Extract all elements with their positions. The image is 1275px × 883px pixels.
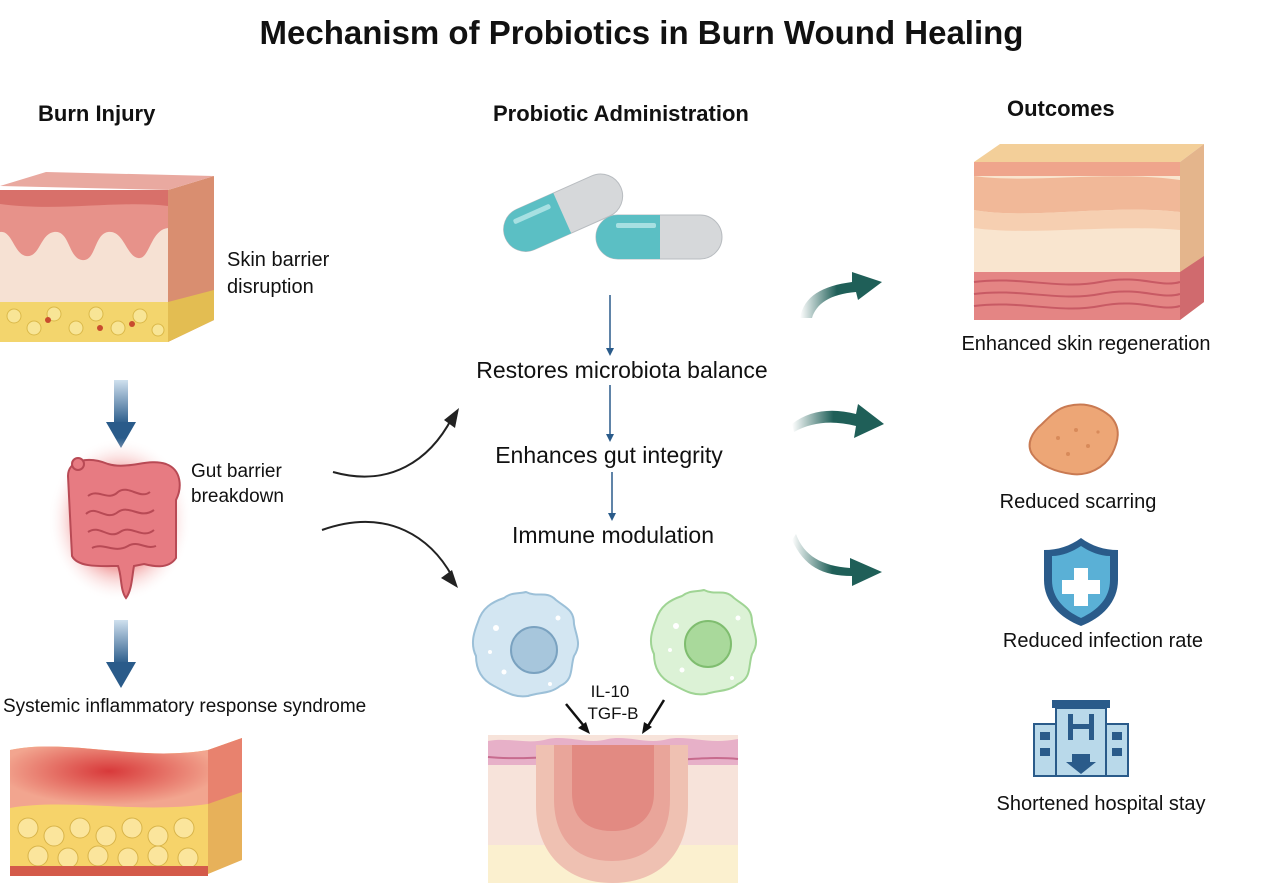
column-header-burn-injury: Burn Injury [38,101,156,126]
burned-skin-illustration [0,172,214,342]
mechanism-microbiota-balance: Restores microbiota balance [476,357,768,383]
skin-barrier-label-line1: Skin barrier [227,249,330,271]
hospital-icon [1033,700,1129,777]
gut-barrier-label-line1: Gut barrier [191,461,282,482]
immune-cell-green-icon [649,588,758,696]
mechanism-immune-modulation: Immune modulation [512,522,714,548]
inflamed-gut-icon [48,438,192,602]
column-header-probiotic-administration: Probiotic Administration [493,101,749,126]
down-arrow-icon [106,380,136,448]
regenerated-skin-illustration [973,144,1204,320]
outcome-skin-regeneration: Enhanced skin regeneration [961,333,1211,355]
column-header-outcomes: Outcomes [1007,96,1115,121]
cytokine-il10-label: IL-10 [590,682,630,701]
inflamed-tissue-illustration [10,738,242,876]
outcome-reduced-scarring: Reduced scarring [999,491,1157,513]
sirs-label: Systemic inflammatory response syndrome [3,696,367,717]
cytokine-tgfb-label: TGF-B [587,704,639,723]
outcome-shortened-stay: Shortened hospital stay [996,793,1206,815]
shield-cross-icon [1044,538,1118,626]
healing-wound-tissue-illustration [487,735,739,883]
outcome-reduced-infection: Reduced infection rate [1002,630,1204,652]
scar-icon [1028,403,1119,476]
probiotic-capsules-icon [503,173,723,260]
diagram-title: Mechanism of Probiotics in Burn Wound He… [259,14,1024,51]
down-arrow-icon [106,620,136,688]
mechanism-gut-integrity: Enhances gut integrity [495,442,723,468]
immune-cell-blue-icon [471,590,580,698]
gut-barrier-label-line2: breakdown [191,486,284,507]
skin-barrier-label-line2: disruption [227,276,314,298]
